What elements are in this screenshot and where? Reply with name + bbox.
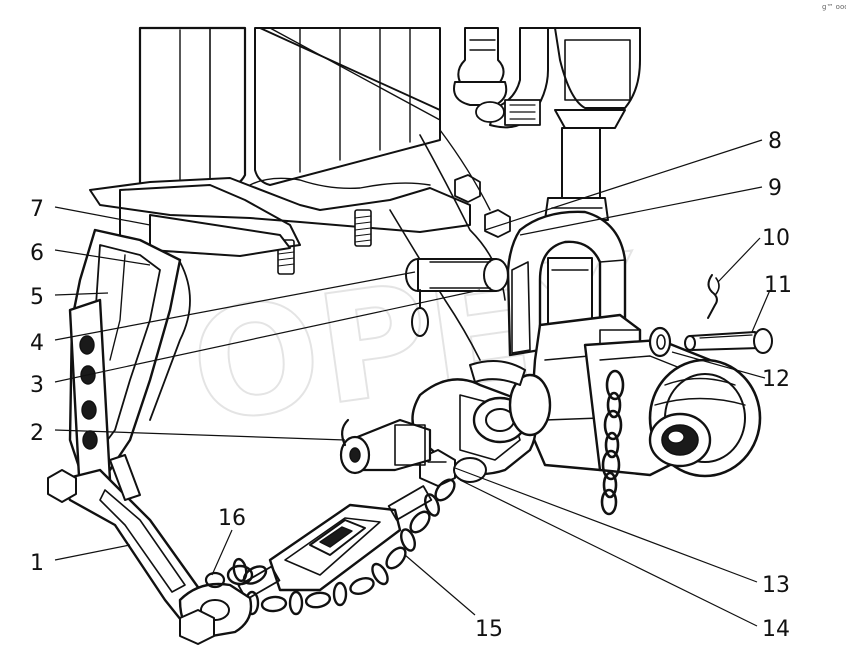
lift-rod xyxy=(544,27,641,221)
callout-8: 8 xyxy=(768,129,782,154)
callout-14: 14 xyxy=(762,617,790,642)
callout-3: 3 xyxy=(30,373,44,398)
callout-labels: 1 2 3 4 5 6 7 8 9 10 11 12 13 14 15 16 xyxy=(30,129,792,642)
callout-2: 2 xyxy=(30,421,44,446)
turnbuckle xyxy=(237,485,433,601)
callout-13: 13 xyxy=(762,573,790,598)
safety-chain-short xyxy=(600,369,625,516)
shackle-assembly xyxy=(339,360,552,487)
callout-1: 1 xyxy=(30,551,44,576)
tractor-frame xyxy=(89,26,511,361)
corner-mark: g™ ooo xyxy=(822,3,846,11)
callout-5: 5 xyxy=(30,285,44,310)
callout-16: 16 xyxy=(218,506,246,531)
callout-10: 10 xyxy=(762,226,790,251)
lower-link xyxy=(47,454,254,645)
callout-11: 11 xyxy=(764,273,792,298)
leader-lines xyxy=(54,139,771,627)
callout-9: 9 xyxy=(768,176,782,201)
callout-12: 12 xyxy=(762,367,790,392)
callout-4: 4 xyxy=(30,331,44,356)
loose-pin-parts xyxy=(648,274,773,358)
callout-6: 6 xyxy=(30,241,44,266)
clevis-pin xyxy=(405,258,509,337)
left-bracket xyxy=(68,184,301,497)
callout-7: 7 xyxy=(30,197,44,222)
hydraulic-fittings xyxy=(453,27,549,129)
callout-15: 15 xyxy=(475,617,503,642)
